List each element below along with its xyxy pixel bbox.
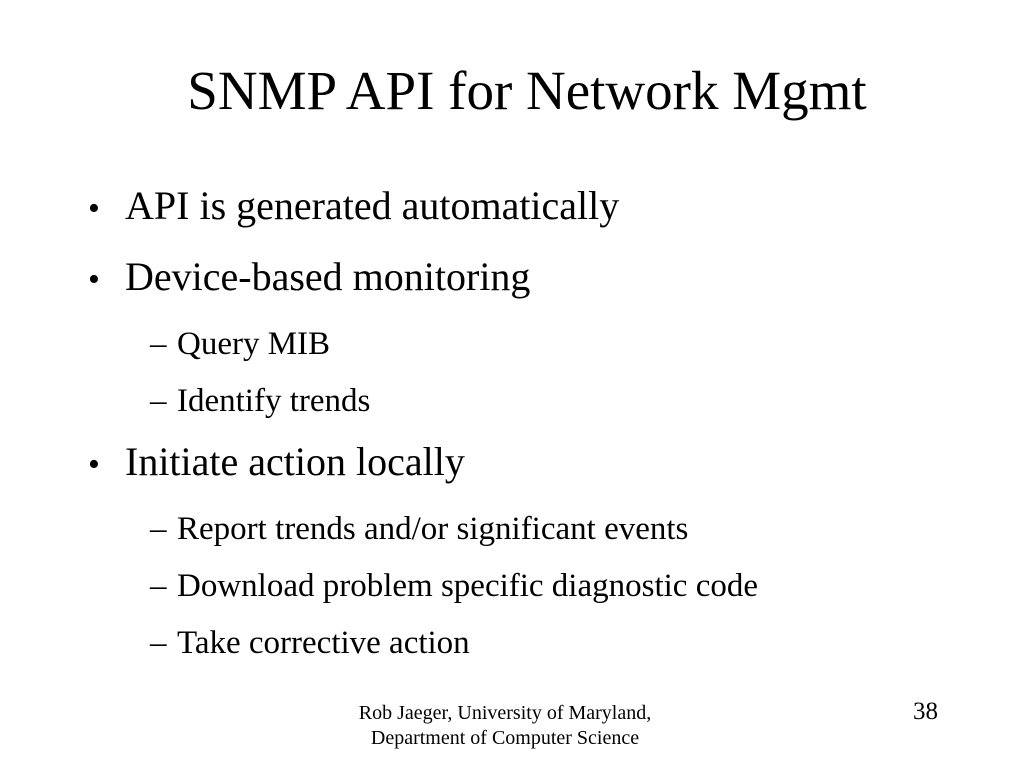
bullet-text: Device-based monitoring [125, 254, 531, 299]
bullet-dot-icon: • [88, 446, 100, 483]
bullet-item: • API is generated automatically [88, 183, 994, 232]
sub-bullet-item: – Identify trends [150, 382, 994, 420]
bullet-dot-icon: • [88, 190, 100, 227]
bullet-text: Download problem specific diagnostic cod… [177, 568, 758, 604]
footer-line-2: Department of Computer Science [370, 727, 640, 749]
bullet-list: • API is generated automatically • Devic… [88, 183, 994, 681]
bullet-dash-icon: – [150, 511, 167, 547]
bullet-dot-icon: • [88, 261, 100, 298]
bullet-text: Report trends and/or significant events [177, 511, 689, 547]
bullet-dash-icon: – [150, 625, 167, 661]
bullet-text: Take corrective action [177, 625, 470, 661]
sub-bullet-item: – Take corrective action [150, 624, 994, 662]
sub-bullet-item: – Download problem specific diagnostic c… [150, 567, 994, 605]
sub-bullet-item: – Report trends and/or significant event… [150, 510, 994, 548]
sub-bullet-item: – Query MIB [150, 325, 994, 363]
page-number: 38 [913, 698, 938, 725]
footer-line-1: Rob Jaeger, University of Maryland, [358, 702, 652, 724]
bullet-dash-icon: – [150, 568, 167, 604]
bullet-item: • Device-based monitoring [88, 254, 994, 303]
slide-title: SNMP API for Network Mgmt [187, 60, 867, 121]
bullet-text: Query MIB [177, 326, 331, 362]
bullet-dash-icon: – [150, 326, 167, 362]
bullet-dash-icon: – [150, 383, 167, 419]
bullet-item: • Initiate action locally [88, 439, 994, 488]
bullet-text: Initiate action locally [125, 439, 465, 484]
footer: Rob Jaeger, University of Maryland, Depa… [0, 701, 1010, 751]
bullet-text: Identify trends [177, 383, 371, 419]
bullet-text: API is generated automatically [125, 183, 620, 228]
